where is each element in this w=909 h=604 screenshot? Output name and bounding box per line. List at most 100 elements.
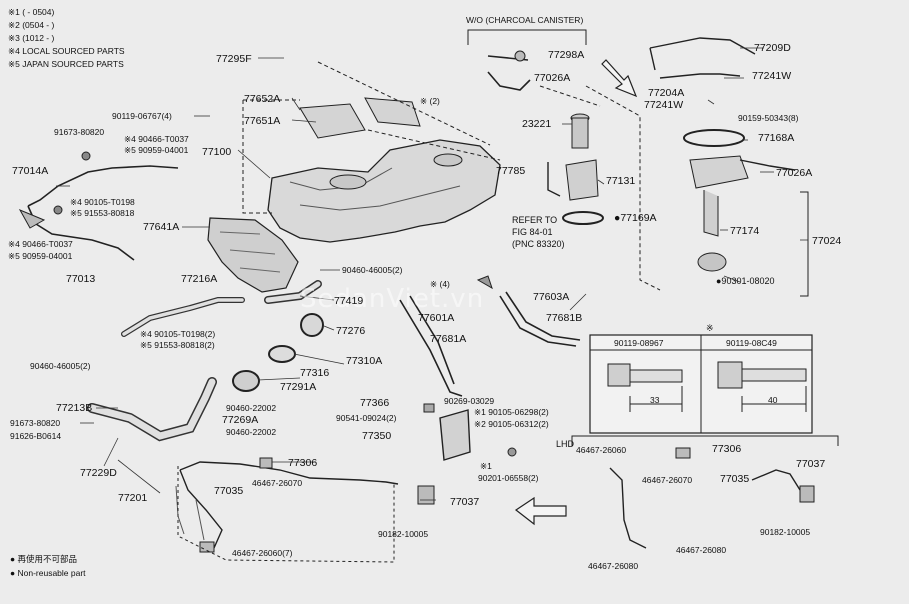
legend-2: ※2 (0504 - ) [8,20,55,30]
part-note-2: ※ (2) [420,96,440,106]
part-46467-26060-b: 46467-26060 [576,445,627,455]
part-77276: 77276 [336,325,366,337]
part-90269-03029: 90269-03029 [444,396,495,406]
part-77652A: 77652A [244,93,281,105]
part-77026A-a: 77026A [534,72,571,84]
part-90460-22002-b: 90460-22002 [226,427,277,437]
canister-note: W/O (CHARCOAL CANISTER) [466,15,584,25]
part-77241W-b: 77241W [644,99,684,111]
part-77037-b: 77037 [796,458,826,470]
tube-77035-left [179,461,399,485]
bolt-len-1: 33 [650,395,660,405]
heat-insulator-a [299,103,366,139]
part-90460-46005-a: 90460-46005(2) [30,361,91,371]
bolt-col-2: 90119-08C49 [726,338,777,348]
part-77100: 77100 [202,146,232,158]
part-77601A: 77601A [418,312,455,324]
part-77291A: 77291A [280,381,317,393]
part-46467-26070-a: 46467-26070 [252,478,303,488]
tube-77035-right [609,467,801,549]
part-77295F: 77295F [216,53,252,65]
part-77310A: 77310A [346,355,383,367]
fuel-tank [267,139,501,243]
clamp-77291A [232,370,260,392]
part-77366: 77366 [360,397,390,409]
part-77035-a: 77035 [214,485,244,497]
part-46467-26080-a: 46467-26080 [676,545,727,555]
part-77013: 77013 [66,273,96,285]
refer-note-1: REFER TO [512,215,558,225]
part-23221: 23221 [522,118,552,130]
tank-straps [399,291,581,397]
part-77419: 77419 [334,295,364,307]
part-91673-80820-b: 91673-80820 [10,418,61,428]
part-77269A: 77269A [222,414,259,426]
part-77306-b: 77306 [712,443,742,455]
part-77201: 77201 [118,492,148,504]
heat-insulator-b [364,97,421,127]
part-77204A: 77204A [648,87,685,99]
part-77641A: 77641A [143,221,180,233]
part-46467-26080-b: 46467-26080 [588,561,639,571]
part-77316: 77316 [300,367,330,379]
part-91626-B0614: 91626-B0614 [10,431,62,441]
part-90959-04001-a: ※5 90959-04001 [124,145,189,155]
filler-door [439,409,471,461]
part-90105-T0198-a: ※4 90105-T0198 [70,197,135,207]
part-90460-22002-a: 90460-22002 [226,403,277,413]
part-77651A: 77651A [244,115,281,127]
part-77168A: 77168A [758,132,795,144]
legend-1: ※1 ( - 0504) [8,7,55,17]
legend-4: ※4 LOCAL SOURCED PARTS [8,46,125,56]
part-77209D: 77209D [754,42,791,54]
part-91553-80818-b: ※5 91553-80818(2) [140,340,215,350]
part-90541-09024: 90541-09024(2) [336,413,397,423]
tank-protector [207,217,299,293]
part-77298A: 77298A [548,49,585,61]
part-77681B: 77681B [546,312,583,324]
bolt-table [589,334,813,434]
lhd-label: LHD [556,439,575,449]
part-77026A-b: 77026A [776,167,813,179]
part-90159-50343: 90159-50343(8) [738,113,799,123]
legend-3: ※3 (1012 - ) [8,33,55,43]
part-90959-04001-b: ※5 90959-04001 [8,251,73,261]
part-note-4: ※ (4) [430,279,450,289]
part-77024: 77024 [812,235,842,247]
part-77229D: 77229D [80,467,117,479]
part-77785: 77785 [496,165,526,177]
part-77213B: 77213B [56,402,93,414]
bolt-col-1: 90119-08967 [614,338,664,348]
hose-77276 [300,313,324,337]
part-90105-06298: ※1 90105-06298(2) [474,407,549,417]
part-77131: 77131 [606,175,636,187]
part-90466-T0037-a: ※4 90466-T0037 [124,134,189,144]
part-91673-80820-a: 91673-80820 [54,127,105,137]
part-90119-06767: 90119-06767(4) [112,111,172,121]
sender-gauge-assembly [649,37,809,297]
part-77174: 77174 [730,225,760,237]
part-77350: 77350 [362,430,392,442]
part-90182-10005-a: 90182-10005 [378,529,429,539]
part-77241W-a: 77241W [752,70,792,82]
part-46467-26060-a: 46467-26060(7) [232,548,293,558]
fuel-pump-assembly [547,113,604,225]
part-90105-T0198-b: ※4 90105-T0198(2) [140,329,216,339]
footer-jp: ● 再使用不可部品 [10,554,77,564]
part-90460-46005-b: 90460-46005(2) [342,265,403,275]
refer-note-3: (PNC 83320) [512,239,565,249]
arrow-topright [601,59,638,98]
part-90301-08020: ●90301-08020 [716,276,775,286]
part-90466-T0037-b: ※4 90466-T0037 [8,239,73,249]
part-77603A: 77603A [533,291,570,303]
part-46467-26070-b: 46467-26070 [642,475,693,485]
part-77014A: 77014A [12,165,49,177]
part-90105-06312: ※2 90105-06312(2) [474,419,549,429]
lhd-bracket [571,435,839,446]
part-77037-a: 77037 [450,496,480,508]
part-90201-06558: 90201-06558(2) [478,473,539,483]
footer-en: ● Non-reusable part [10,568,86,578]
part-90182-10005-b: 90182-10005 [760,527,811,537]
